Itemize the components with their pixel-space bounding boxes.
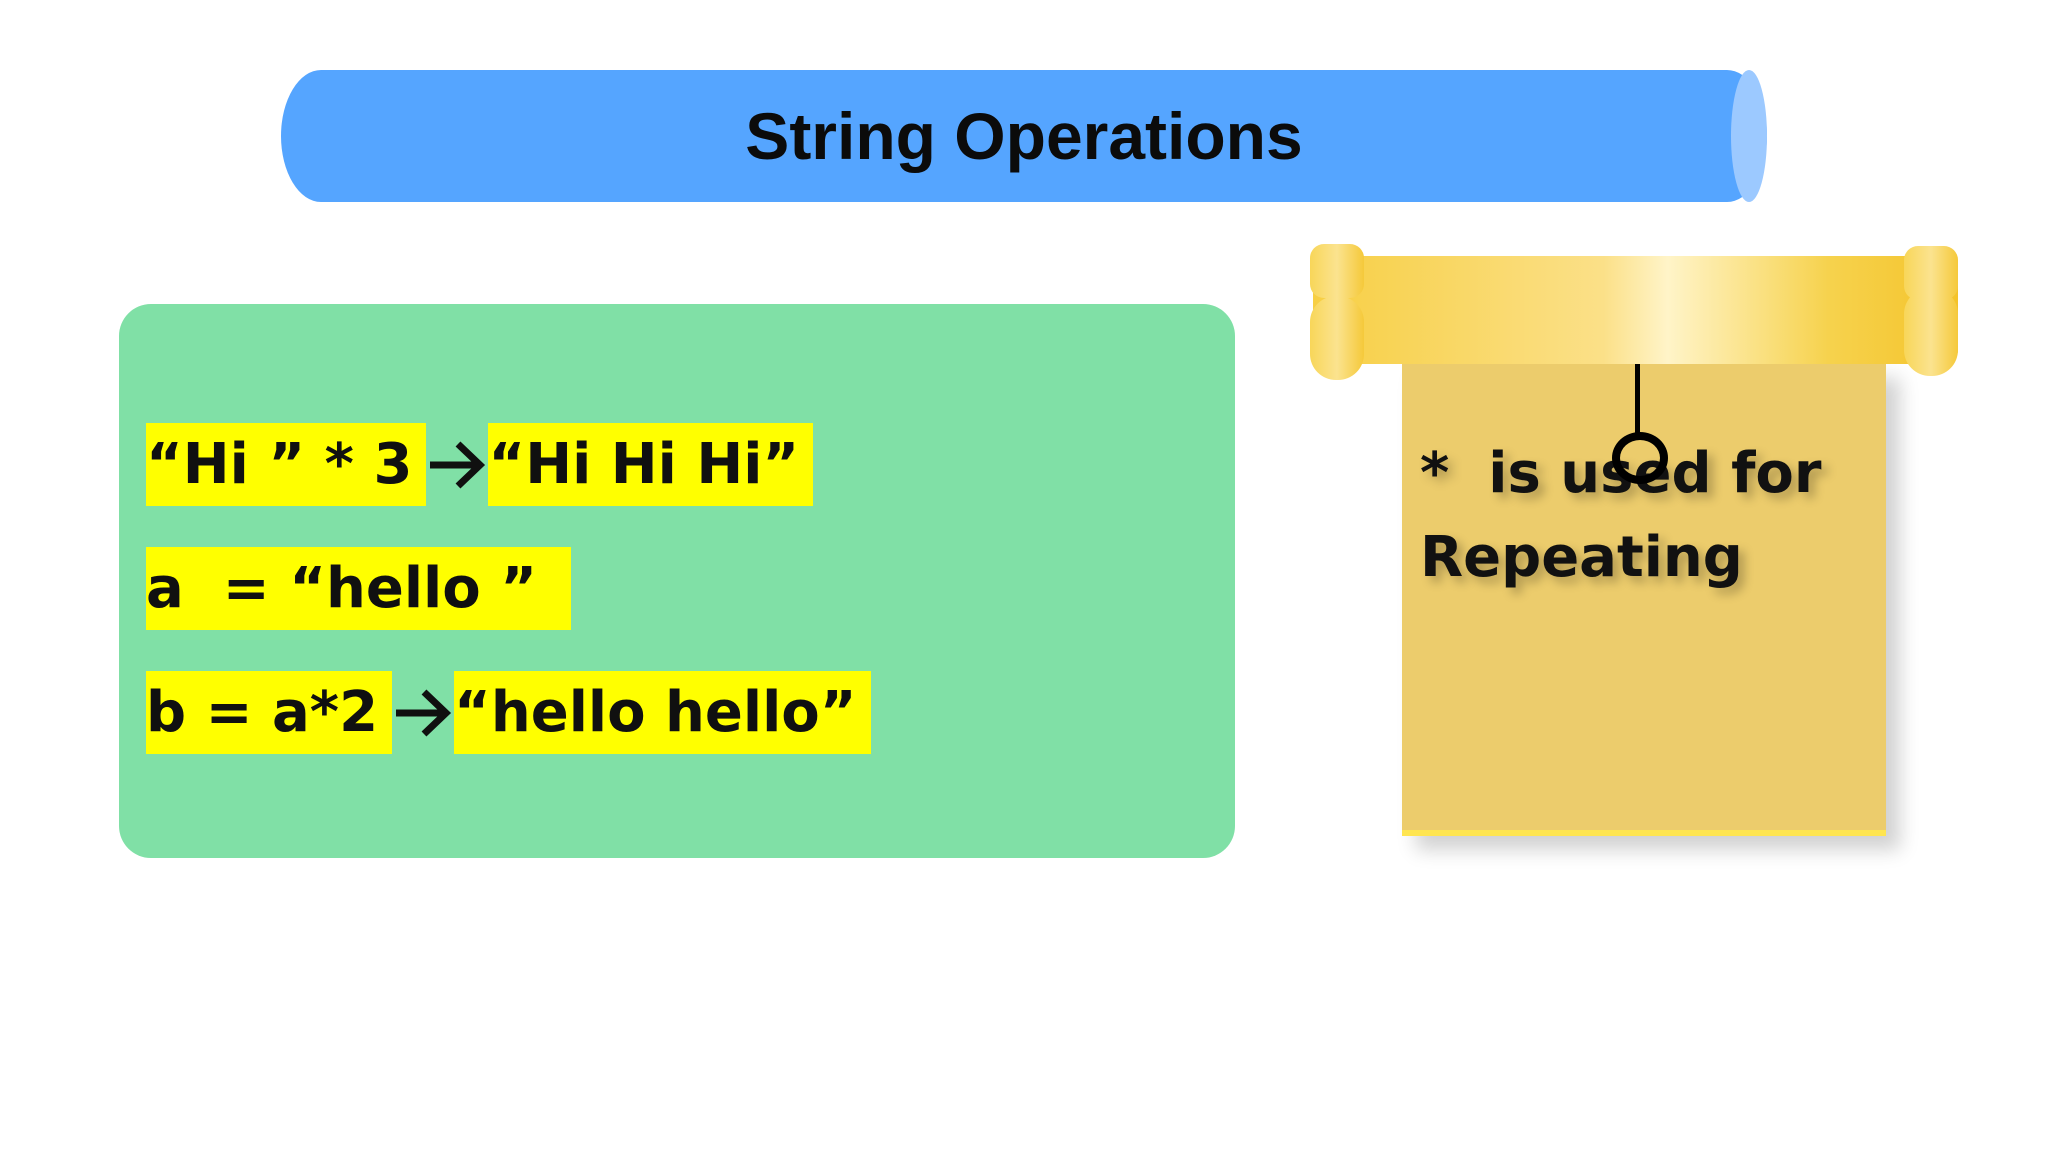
title-banner: String Operations	[281, 70, 1767, 202]
code-line-3-left: b = a*2	[146, 671, 393, 754]
code-line-1-left: “Hi ” * 3	[146, 423, 427, 506]
code-line-3-right: “hello hello”	[454, 671, 871, 754]
hanger-string	[1635, 364, 1640, 436]
slide-title: String Operations	[745, 99, 1303, 173]
code-line-3: b = a*2 “hello hello”	[146, 671, 871, 754]
scroll-roll-end	[1904, 288, 1958, 376]
scroll-roll-end	[1310, 244, 1364, 298]
hanger-ring-icon	[1612, 432, 1668, 484]
note-line-2: Repeating	[1420, 525, 1743, 590]
code-line-1: “Hi ” * 3 “Hi Hi Hi”	[146, 423, 814, 506]
scroll-roll	[1313, 256, 1958, 364]
right-arrow-icon	[426, 423, 488, 506]
title-banner-cap	[1731, 70, 1767, 202]
scroll-roll-end	[1310, 296, 1364, 380]
code-line-1-right: “Hi Hi Hi”	[488, 423, 814, 506]
right-arrow-icon	[392, 671, 454, 754]
code-line-2: a = “hello ”	[146, 547, 572, 630]
code-line-2-text: a = “hello ”	[146, 547, 572, 630]
